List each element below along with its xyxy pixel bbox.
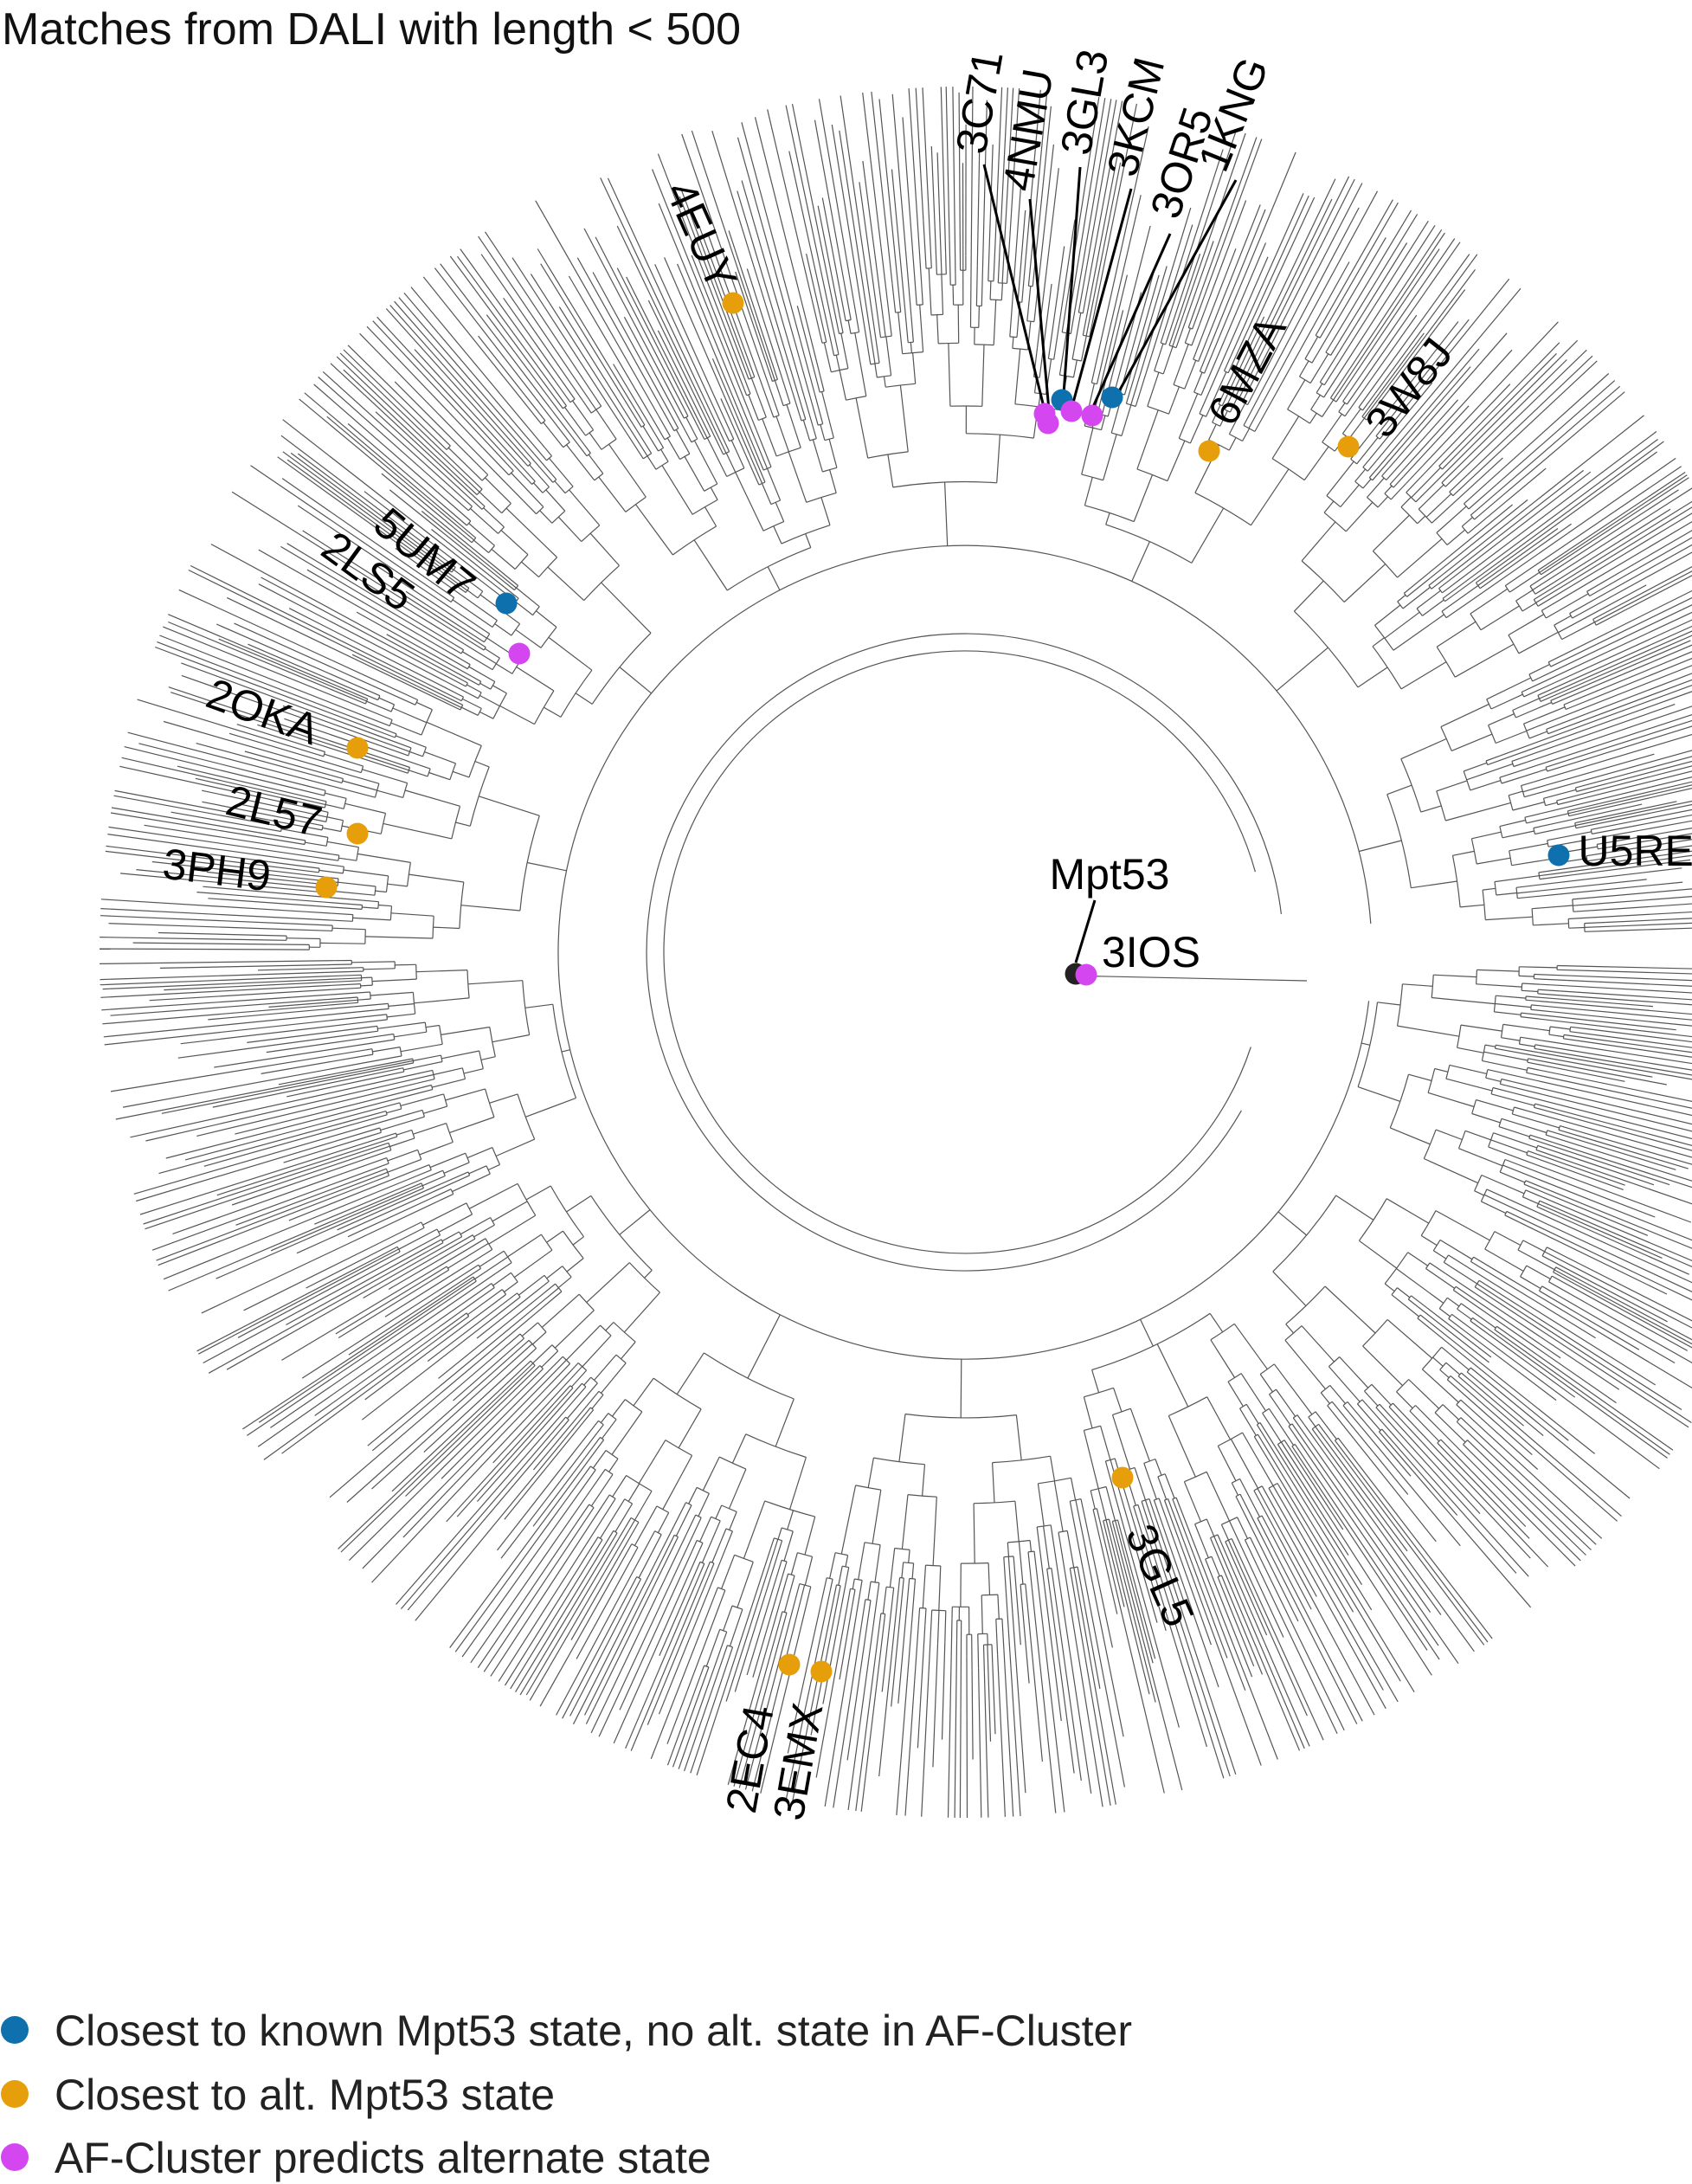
tip-label-mpt53: Mpt53 (1050, 853, 1170, 896)
marker-4euy-dot-icon (723, 293, 744, 314)
marker-1kng-dot-icon (1102, 387, 1123, 409)
leader-line-mpt53 (1076, 900, 1095, 963)
magenta-dot-icon (1, 2143, 29, 2171)
marker-4nmu-dot-icon (1038, 413, 1059, 435)
marker-3or5-dot-icon (1082, 405, 1103, 427)
marker-6mza-dot-icon (1199, 441, 1220, 462)
marker-3kcm-dot-icon (1061, 401, 1083, 422)
legend-label: AF-Cluster predicts alternate state (55, 2132, 711, 2184)
marker-3gl5-dot-icon (1112, 1467, 1134, 1489)
marker-2l57-dot-icon (347, 823, 369, 845)
legend-label: Closest to alt. Mpt53 state (55, 2069, 555, 2121)
leader-line-3c71 (984, 164, 1043, 403)
tree-branches (100, 87, 1692, 1818)
tip-label-3ios: 3IOS (1102, 931, 1200, 974)
marker-3w8j-dot-icon (1338, 436, 1360, 458)
marker-2oka-dot-icon (347, 738, 369, 759)
marker-5um7-dot-icon (496, 593, 518, 615)
marker-u5re-dot-icon (1548, 845, 1570, 867)
marker-3emx-dot-icon (811, 1661, 833, 1683)
marker-2ec4-dot-icon (779, 1654, 801, 1676)
marker-2ls5-dot-icon (509, 643, 531, 665)
legend-label: Closest to known Mpt53 state, no alt. st… (55, 2005, 1132, 2057)
marker-3ios-dot-icon (1076, 964, 1097, 986)
orange-dot-icon (1, 2080, 29, 2108)
leader-line-4nmu (1030, 199, 1049, 410)
blue-dot-icon (1, 2016, 29, 2044)
marker-3ph9-dot-icon (316, 877, 338, 899)
tip-label-u5re: U5RE (1579, 829, 1692, 873)
